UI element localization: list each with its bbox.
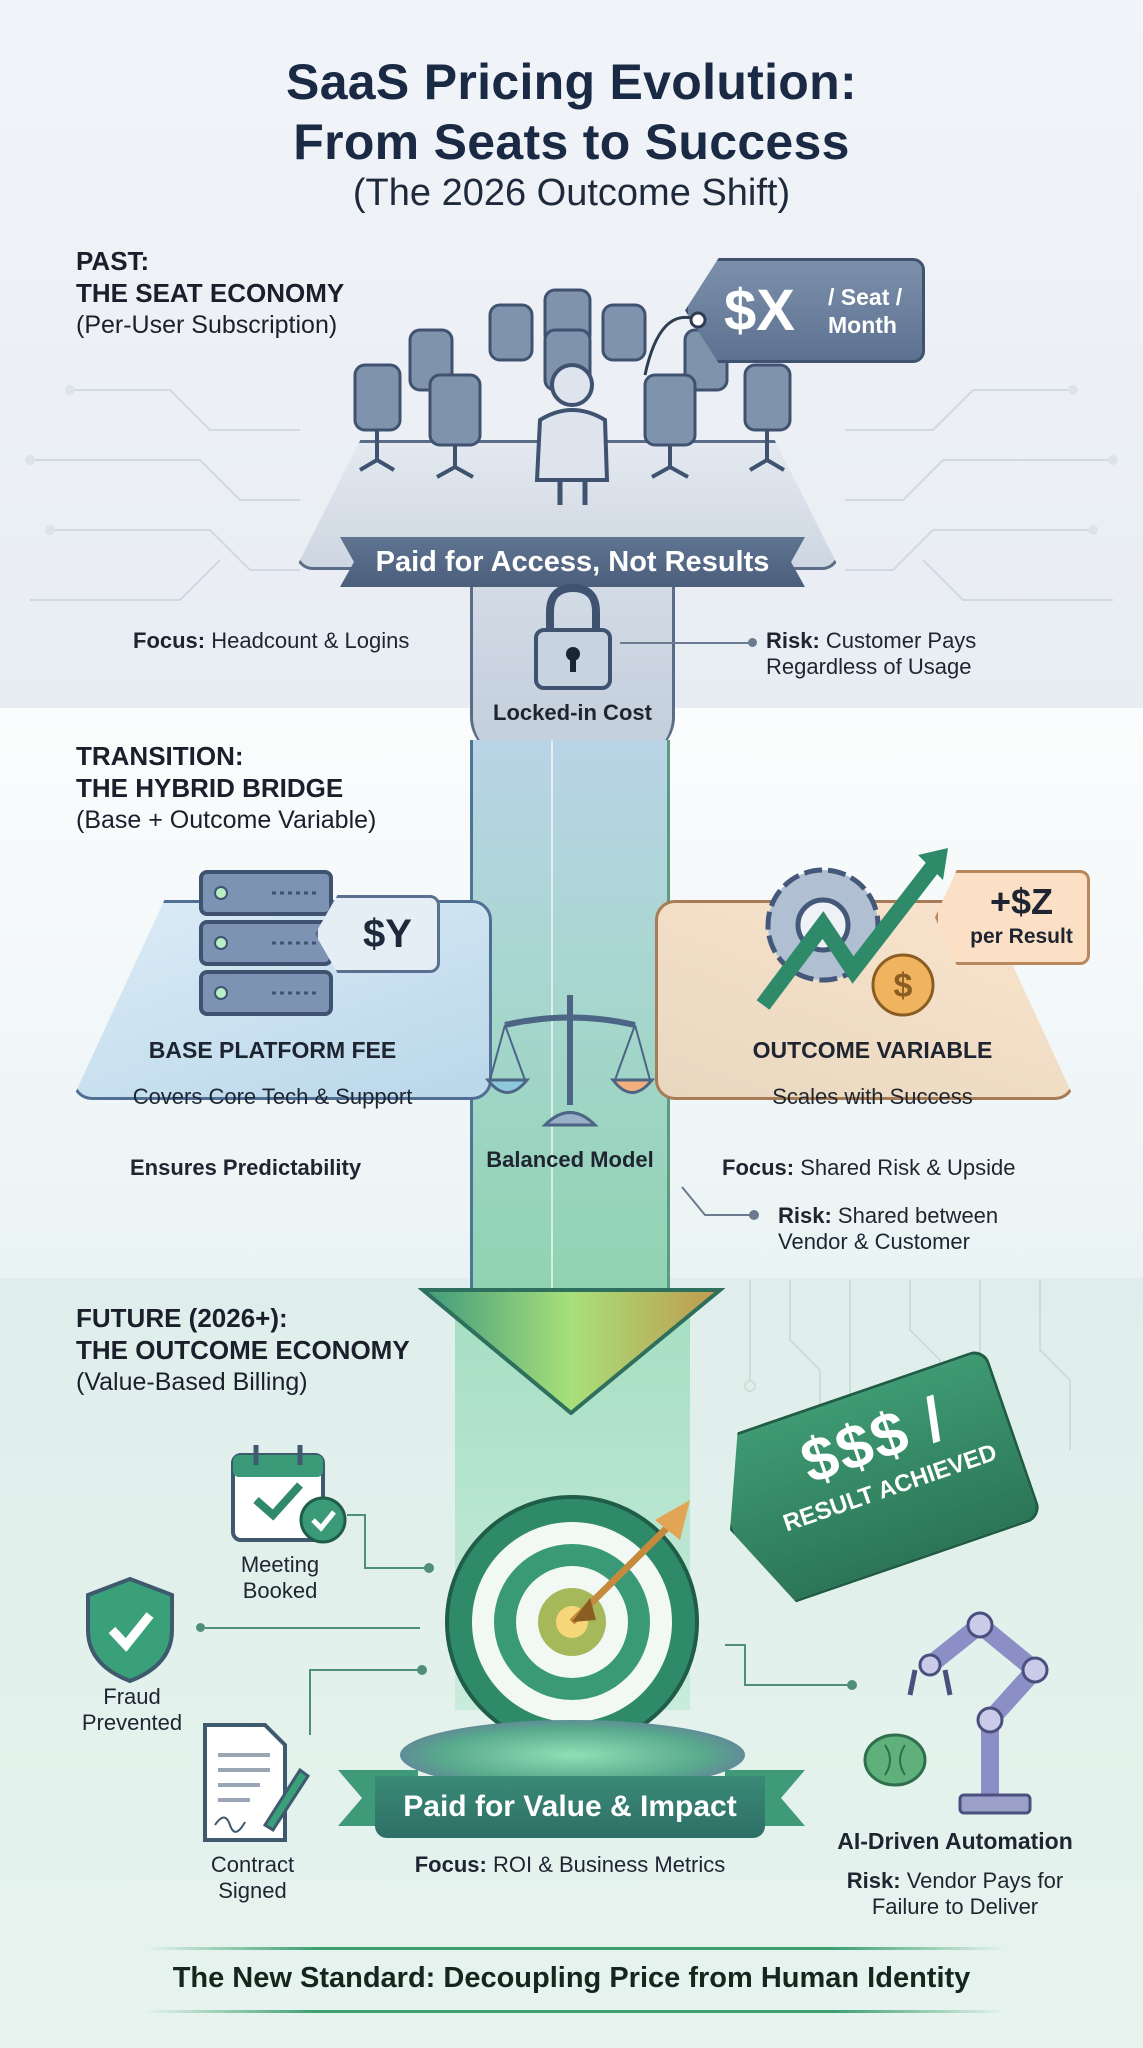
past-focus: Focus: Headcount & Logins [133,628,410,653]
contract-connector [309,1665,427,1735]
locked-in-cost-caption: Locked-in Cost [493,700,652,725]
base-platform-desc: Covers Core Tech & Support [132,1084,413,1109]
transition-risk-connector [681,1186,759,1220]
future-name: THE OUTCOME ECONOMY [76,1335,410,1365]
transition-risk: Risk: Shared between Vendor & Customer [778,1203,999,1254]
connector-dot [196,1623,205,1632]
outcome-price-tag: +$Z per Result [935,870,1090,965]
future-label: FUTURE (2026+): [76,1303,288,1333]
past-label: PAST: [76,246,150,276]
balance-scale-icon [485,995,655,1127]
circuit-lines-icon [25,385,1118,601]
transition-label: TRANSITION: [76,741,244,771]
outcome-variable-desc: Scales with Success [772,1084,973,1109]
transition-heading: TRANSITION: THE HYBRID BRIDGE (Base + Ou… [76,740,376,836]
balanced-model-caption: Balanced Model [486,1147,654,1172]
access-banner: Paid for Access, Not Results [340,537,805,587]
calendar-check-icon [231,1445,347,1544]
target-bullseye-icon [445,1495,699,1749]
fraud-connector [205,1627,420,1629]
seat-price-tag: $X / Seat / Month [685,258,925,363]
base-note: Ensures Predictability [130,1155,362,1180]
future-desc: (Value-Based Billing) [76,1368,308,1396]
shield-check-icon [86,1576,174,1684]
future-risk: Risk: Vendor Pays for Failure to Deliver [846,1868,1064,1919]
transition-name: THE HYBRID BRIDGE [76,773,344,803]
down-arrow-icon [418,1288,725,1415]
meeting-connector [347,1514,434,1573]
signed-document-icon [203,1723,310,1842]
automation-connector [725,1644,857,1690]
future-heading: FUTURE (2026+): THE OUTCOME ECONOMY (Val… [76,1302,410,1398]
seat-price-amount: $X [724,278,795,343]
padlock-icon [534,583,612,690]
base-price-tag: $Y [315,895,440,973]
transition-focus: Focus: Shared Risk & Upside [722,1155,1016,1180]
outcome-variable-title: OUTCOME VARIABLE [752,1037,993,1063]
footer-tagline: The New Standard: Decoupling Price from … [172,1962,971,1994]
transition-desc: (Base + Outcome Variable) [76,806,377,834]
office-chairs-icon [353,288,792,479]
past-risk-connector [620,642,750,644]
ai-automation-title: AI-Driven Automation [837,1828,1073,1854]
growth-chart-icon: $ [756,848,948,1017]
server-stack-icon [199,870,333,1016]
connector-dot [748,638,757,647]
past-desc: (Per-User Subscription) [76,311,338,339]
seat-price-unit: / Seat / Month [828,284,903,338]
person-seated-icon [534,363,610,505]
future-focus: Focus: ROI & Business Metrics [414,1852,726,1877]
svg-text:$: $ [894,967,913,1005]
robot-arm-icon [863,1611,1049,1815]
footer-divider-bottom [145,2010,1005,2013]
value-banner: Paid for Value & Impact [375,1776,765,1838]
past-name: THE SEAT ECONOMY [76,278,345,308]
page-subtitle: (The 2026 Outcome Shift) [352,172,791,214]
page-title: SaaS Pricing Evolution: From Seats to Su… [0,52,1143,172]
base-platform-title: BASE PLATFORM FEE [148,1037,397,1063]
footer-divider-top [145,1947,1005,1950]
price-tag-string-icon [643,311,707,376]
past-heading: PAST: THE SEAT ECONOMY (Per-User Subscri… [76,245,344,341]
past-risk: Risk: Customer Pays Regardless of Usage [766,628,977,679]
title-line-2: From Seats to Success [293,114,850,170]
title-line-1: SaaS Pricing Evolution: [286,54,857,110]
